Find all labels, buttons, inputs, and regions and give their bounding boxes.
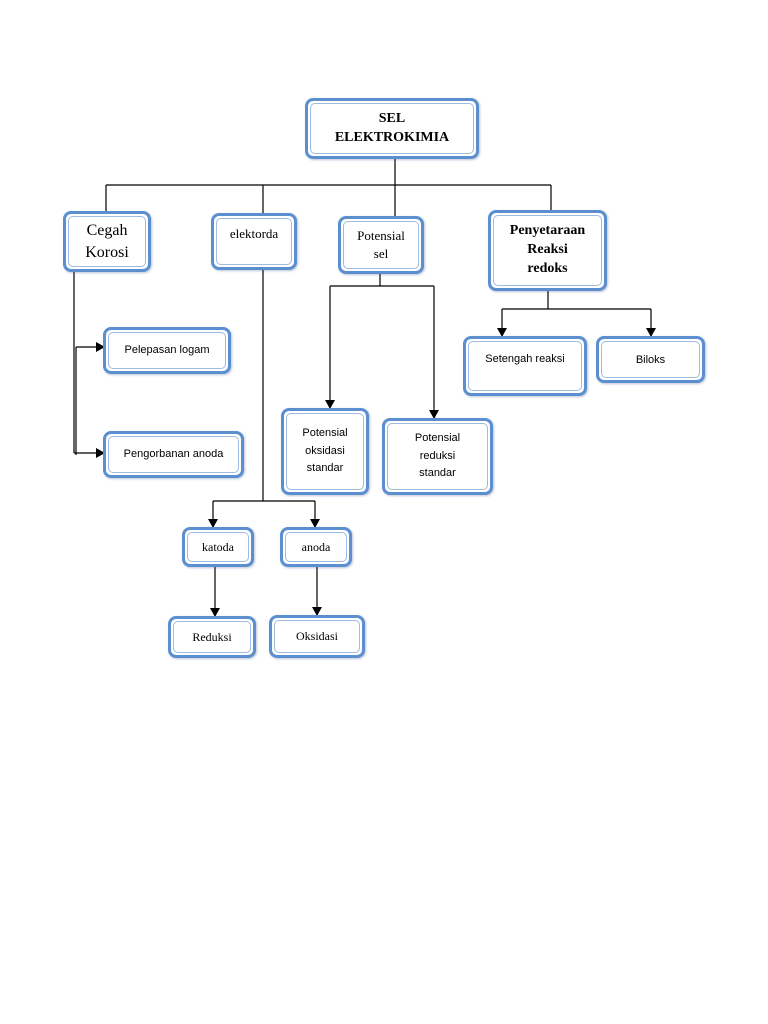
oksidasi-label: Oksidasi [274,620,360,653]
cegah-korosi-label: Cegah Korosi [68,216,146,267]
biloks-label: Biloks [601,341,700,378]
node-pengorbanan-anoda: Pengorbanan anoda [103,431,244,478]
node-setengah-reaksi: Setengah reaksi [463,336,587,396]
potensial-sel-label: Potensial sel [343,221,419,269]
node-reduksi: Reduksi [168,616,256,658]
node-elektroda: elektorda [211,213,297,270]
node-katoda: katoda [182,527,254,567]
pelepasan-logam-label: Pelepasan logam [108,332,226,369]
node-biloks: Biloks [596,336,705,383]
node-penyetaraan-reaksi-redoks: Penyetaraan Reaksi redoks [488,210,607,291]
node-pelepasan-logam: Pelepasan logam [103,327,231,374]
node-potensial-oksidasi-standar: Potensial oksidasi standar [281,408,369,495]
pengorbanan-anoda-label: Pengorbanan anoda [108,436,239,473]
anoda-label: anoda [285,532,347,562]
node-potensial-sel: Potensial sel [338,216,424,274]
node-cegah-korosi: Cegah Korosi [63,211,151,272]
potensial-reduksi-label: Potensial reduksi standar [387,423,488,490]
node-oksidasi: Oksidasi [269,615,365,658]
reduksi-label: Reduksi [173,621,251,653]
katoda-label: katoda [187,532,249,562]
node-anoda: anoda [280,527,352,567]
root-label: SEL ELEKTROKIMIA [310,103,474,154]
potensial-oksidasi-label: Potensial oksidasi standar [286,413,364,490]
root-node-sel-elektrokimia: SEL ELEKTROKIMIA [305,98,479,159]
elektroda-label: elektorda [216,218,292,265]
node-potensial-reduksi-standar: Potensial reduksi standar [382,418,493,495]
setengah-reaksi-label: Setengah reaksi [468,341,582,391]
penyetaraan-label: Penyetaraan Reaksi redoks [493,215,602,286]
